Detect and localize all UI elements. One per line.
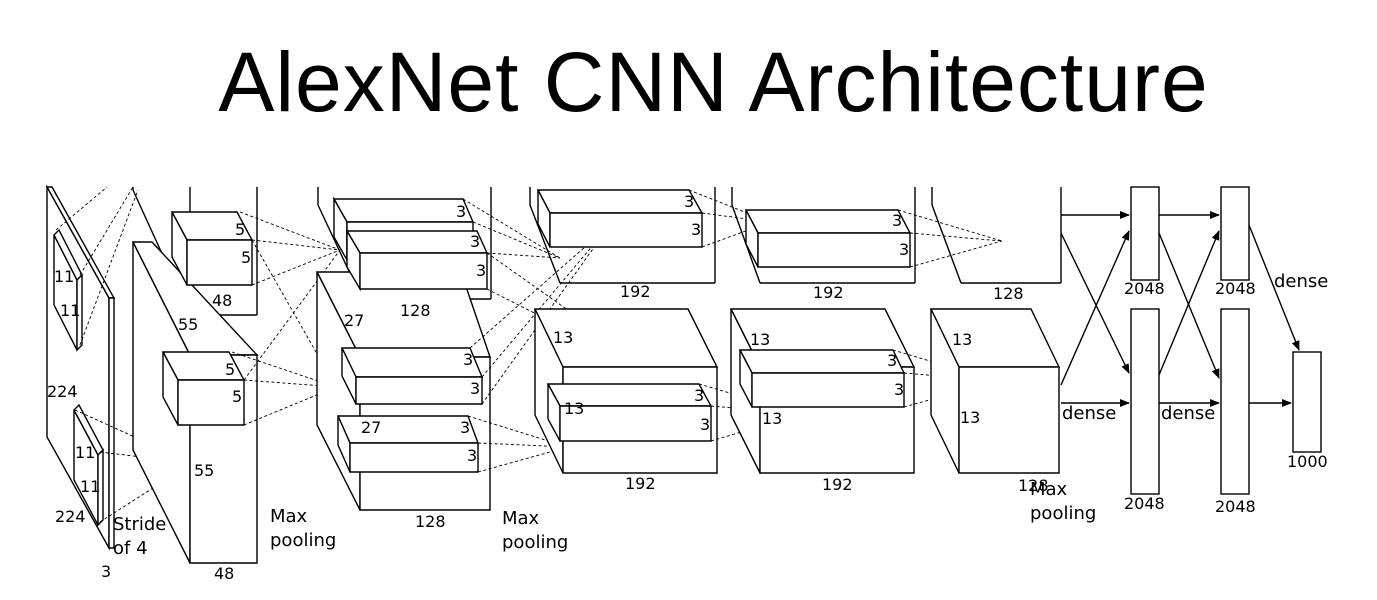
kernel-5-label: 5 xyxy=(232,387,242,406)
kernel-11-label: 11 xyxy=(60,301,80,320)
kernel-5-label: 5 xyxy=(241,248,251,267)
max-pooling-label: Max xyxy=(270,506,308,527)
kernel-3-label: 3 xyxy=(887,351,897,370)
conv5-depth-label: 128 xyxy=(1018,476,1049,495)
conv2-kernel-top-2 xyxy=(345,228,489,292)
labels: 224 224 3 11 11 11 11 Stride of 4 55 55 … xyxy=(47,192,1328,583)
conv3-depth-label: 192 xyxy=(620,282,651,301)
input-width-label: 224 xyxy=(55,507,86,526)
max-pooling-label: pooling xyxy=(502,532,568,553)
conv2-size-label: 27 xyxy=(344,311,364,330)
fc7-bottom xyxy=(1220,308,1250,495)
conv4-depth-label: 192 xyxy=(822,475,853,494)
conv5-top-volume xyxy=(931,187,1062,284)
output-size-label: 1000 xyxy=(1287,452,1328,471)
conv3-kernel-top xyxy=(536,189,704,248)
conv3-depth-label: 192 xyxy=(625,474,656,493)
input-kernel-top xyxy=(53,228,83,352)
kernel-3-label: 3 xyxy=(470,232,480,251)
conv2-kernel-bottom-2 xyxy=(336,415,480,473)
kernel-3-label: 3 xyxy=(470,379,480,398)
input-kernel-bottom xyxy=(73,403,104,527)
max-pooling-label: Max xyxy=(1030,479,1068,500)
conv2-depth-label: 128 xyxy=(415,512,446,531)
conv1-depth-label: 48 xyxy=(212,291,232,310)
fc6-top xyxy=(1130,186,1160,281)
kernel-3-label: 3 xyxy=(700,415,710,434)
kernel-5-label: 5 xyxy=(225,360,235,379)
conv5-bottom-volume xyxy=(929,308,1061,474)
kernel-3-label: 3 xyxy=(892,211,902,230)
fc7-top xyxy=(1220,186,1250,281)
conv1-depth-label: 48 xyxy=(214,564,234,583)
conv1-size-label: 55 xyxy=(178,315,198,334)
fc7-size-label: 2048 xyxy=(1215,279,1256,298)
conv3-size-label: 13 xyxy=(564,399,584,418)
kernel-11-label: 11 xyxy=(54,267,74,286)
kernel-3-label: 3 xyxy=(899,240,909,259)
conv2-size-label: 27 xyxy=(361,418,381,437)
max-pooling-label: pooling xyxy=(270,530,336,551)
kernel-5-label: 5 xyxy=(235,220,245,239)
conv5-size-label: 13 xyxy=(960,408,980,427)
max-pooling-label: Max xyxy=(502,508,540,529)
output-layer xyxy=(1292,351,1322,453)
conv4-size-label: 13 xyxy=(762,409,782,428)
kernel-3-label: 3 xyxy=(463,350,473,369)
conv2-kernel-bottom-1 xyxy=(340,347,484,405)
conv1-size-label: 55 xyxy=(194,461,214,480)
kernel-11-label: 11 xyxy=(75,443,95,462)
dense-label: dense xyxy=(1274,271,1328,292)
stride-label: of 4 xyxy=(113,538,148,559)
fc6-size-label: 2048 xyxy=(1124,494,1165,513)
kernel-3-label: 3 xyxy=(476,261,486,280)
kernel-3-label: 3 xyxy=(456,202,466,221)
conv3-kernel-bottom xyxy=(546,383,713,442)
input-height-label: 224 xyxy=(47,382,78,401)
kernel-3-label: 3 xyxy=(684,192,694,211)
page-title: AlexNet CNN Architecture xyxy=(218,35,1209,129)
input-channels-label: 3 xyxy=(101,562,111,581)
fc6-bottom xyxy=(1130,308,1160,495)
fc7-size-label: 2048 xyxy=(1215,497,1256,516)
dense-label: dense xyxy=(1062,403,1116,424)
conv3-top-volume xyxy=(529,187,716,284)
conv4-size-label: 13 xyxy=(750,330,770,349)
conv1-kernel-top xyxy=(170,211,254,286)
dense-arrows xyxy=(1060,211,1300,407)
max-pooling-label: pooling xyxy=(1030,503,1096,524)
stride-label: Stride xyxy=(113,514,166,535)
kernel-11-label: 11 xyxy=(80,477,100,496)
conv1-kernel-bottom xyxy=(161,351,246,426)
conv4-kernel-top xyxy=(744,209,912,268)
conv4-kernel-bottom xyxy=(738,349,906,408)
kernel-3-label: 3 xyxy=(894,380,904,399)
kernel-3-label: 3 xyxy=(691,220,701,239)
kernel-3-label: 3 xyxy=(467,446,477,465)
conv4-depth-label: 192 xyxy=(813,283,844,302)
conv2-depth-label: 128 xyxy=(400,301,431,320)
dense-label: dense xyxy=(1161,403,1215,424)
conv5-depth-label: 128 xyxy=(993,284,1024,303)
conv3-size-label: 13 xyxy=(553,328,573,347)
fc6-size-label: 2048 xyxy=(1124,279,1165,298)
kernel-3-label: 3 xyxy=(460,418,470,437)
conv5-size-label: 13 xyxy=(952,330,972,349)
kernel-3-label: 3 xyxy=(694,386,704,405)
